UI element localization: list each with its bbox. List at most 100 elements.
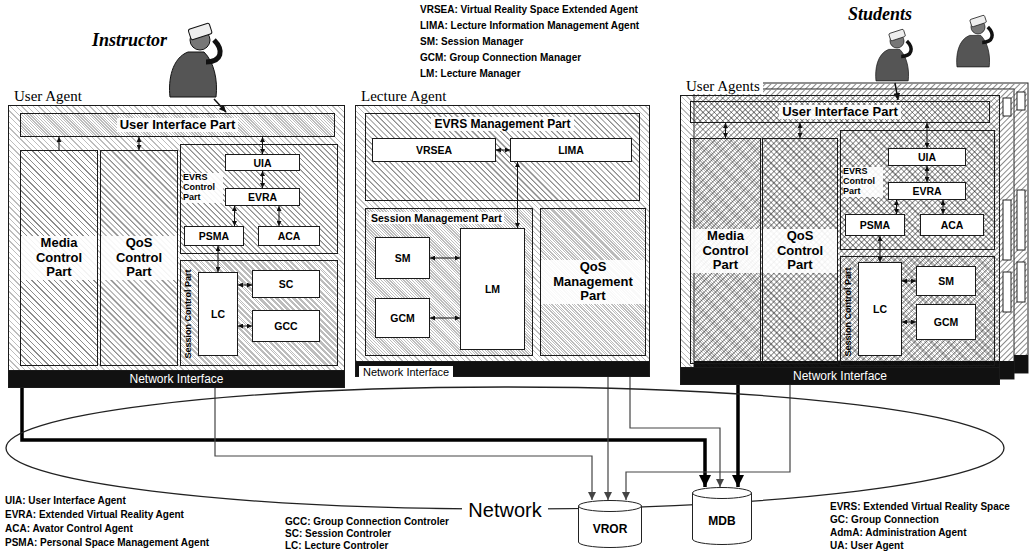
module-box: SM bbox=[375, 237, 430, 279]
node-label: LC bbox=[873, 303, 887, 315]
module-box: SM bbox=[916, 266, 976, 296]
region-box: LCSCGCCSession Control Part bbox=[180, 260, 338, 366]
node-label: Media Control Part bbox=[21, 236, 97, 281]
label-text: ACA: Avator Control Agent bbox=[5, 523, 133, 535]
agent-copy-part bbox=[1017, 190, 1025, 250]
module-box: VRSEA bbox=[372, 138, 496, 162]
cylinder-top bbox=[693, 488, 752, 499]
node-label: EVRS Management Part bbox=[431, 117, 573, 131]
student-figure bbox=[876, 29, 911, 81]
module-box: ACA bbox=[258, 226, 320, 246]
node-label: EVRA bbox=[912, 185, 941, 197]
cylinder-body bbox=[579, 506, 642, 548]
node-label: User Interface Part bbox=[779, 105, 901, 120]
instructor-figure bbox=[170, 23, 221, 97]
part-box: QoS Control Part bbox=[100, 150, 178, 366]
agent-box: User Interface PartMedia Control PartQoS… bbox=[8, 105, 345, 388]
node-label: Network Interface bbox=[359, 366, 453, 378]
node-label: ACA bbox=[278, 230, 301, 242]
abbreviation-note: GCM: Group Connection Manager bbox=[420, 52, 581, 64]
node-label: Network Interface bbox=[129, 372, 223, 386]
database-cylinder: MDB bbox=[692, 487, 752, 545]
node-label: Network Interface bbox=[793, 369, 887, 383]
label-text: SC: Session Controler bbox=[285, 528, 391, 540]
node-label: LM bbox=[485, 283, 500, 295]
region-box: SMGCMLMSession Management Part bbox=[365, 208, 533, 356]
module-box: LM bbox=[460, 228, 525, 350]
module-box: EVRA bbox=[225, 188, 300, 206]
label-text: LIMA: Lecture Information Management Age… bbox=[420, 20, 639, 32]
agent-heading: User Agents bbox=[683, 78, 763, 94]
abbreviation-note: UIA: User Interface Agent bbox=[5, 495, 126, 507]
node-label: EVRS Control Part bbox=[183, 173, 223, 203]
node-label: EVRA bbox=[248, 191, 277, 203]
label-text: GCM: Group Connection Manager bbox=[420, 52, 581, 64]
abbreviation-note: LM: Lecture Manager bbox=[420, 68, 521, 80]
module-box: PSMA bbox=[184, 226, 244, 246]
abbreviation-note: SC: Session Controler bbox=[285, 528, 391, 540]
label-text: LM: Lecture Manager bbox=[420, 68, 521, 80]
node-label: LIMA bbox=[558, 144, 584, 156]
module-box: LC bbox=[198, 272, 238, 356]
interface-bar: User Interface Part bbox=[20, 113, 335, 137]
label-text: VRSEA: Virtual Reality Space Extended Ag… bbox=[420, 4, 638, 16]
node-label: UIA bbox=[253, 157, 271, 169]
label-text: Students bbox=[848, 4, 912, 24]
module-box: UIA bbox=[888, 148, 966, 166]
node-label: LC bbox=[211, 308, 225, 320]
module-box: GCM bbox=[916, 304, 976, 340]
node-label: UIA bbox=[918, 151, 936, 163]
module-box: EVRA bbox=[888, 182, 966, 200]
node-label: GCM bbox=[390, 312, 415, 324]
agent-copy-part bbox=[1003, 272, 1011, 312]
node-label: Media Control Part bbox=[691, 229, 760, 274]
student-figure bbox=[957, 15, 992, 67]
ellipse-outline bbox=[5, 386, 1005, 510]
region-box: UIA EVRA PSMA ACA EVRS Control Part bbox=[840, 130, 995, 250]
abbreviation-note: LIMA: Lecture Information Management Age… bbox=[420, 20, 639, 32]
role-label: Instructor bbox=[92, 30, 167, 50]
part-box: Media Control Part bbox=[690, 138, 761, 364]
abbreviation-note: VRSEA: Virtual Reality Space Extended Ag… bbox=[420, 4, 638, 16]
agent-copy-part bbox=[1003, 98, 1011, 116]
node-label: QoS Control Part bbox=[763, 229, 837, 274]
connector-arrow bbox=[626, 385, 790, 500]
node-label: User Interface Part bbox=[117, 118, 239, 133]
part-box: Media Control Part bbox=[20, 150, 98, 366]
role-label: Students bbox=[848, 4, 912, 24]
cylinder-body bbox=[693, 493, 752, 545]
node-label: ACA bbox=[941, 219, 964, 231]
module-box: UIA bbox=[225, 154, 300, 171]
network-interface-bar: Network Interface bbox=[355, 361, 650, 377]
node-label: EVRS Control Part bbox=[843, 167, 883, 197]
agent-box: VRSEALIMAEVRS Management PartSMGCMLMSess… bbox=[355, 105, 650, 377]
agent-heading: Lecture Agent bbox=[358, 88, 449, 104]
module-box: PSMA bbox=[845, 214, 905, 236]
label-text: SM: Session Manager bbox=[420, 36, 523, 48]
label-text: PSMA: Personal Space Management Agent bbox=[5, 537, 209, 549]
abbreviation-note: LC: Lecture Controler bbox=[285, 540, 388, 552]
connector-arrow bbox=[22, 388, 705, 487]
abbreviation-note: UA: User Agent bbox=[830, 540, 904, 552]
network-interface-bar: Network Interface bbox=[8, 370, 345, 388]
agent-heading: User Agent bbox=[11, 88, 85, 104]
label-text: EVRA: Extended Virtual Reality Agent bbox=[5, 509, 184, 521]
label-text: Instructor bbox=[92, 30, 167, 50]
node-label: Network bbox=[462, 498, 547, 522]
abbreviation-note: EVRA: Extended Virtual Reality Agent bbox=[5, 509, 184, 521]
network-interface-bar: Network Interface bbox=[680, 367, 1000, 385]
abbreviation-note: GCC: Group Connection Controler bbox=[285, 516, 449, 528]
node-label: SC bbox=[279, 278, 294, 290]
abbreviation-note: AdmA: Administration Agent bbox=[830, 527, 966, 539]
network-ring bbox=[6, 387, 1004, 509]
node-label: QoS Control Part bbox=[101, 236, 177, 281]
node-label: Session Control Part bbox=[183, 264, 194, 364]
abbreviation-note: SM: Session Manager bbox=[420, 36, 523, 48]
connector-arrow bbox=[607, 377, 608, 500]
module-box: SC bbox=[252, 270, 320, 298]
part-box: QoS Management Part bbox=[540, 208, 646, 356]
abbreviation-note: EVRS: Extended Virtual Reality Space bbox=[830, 501, 1010, 513]
node-label: VRSEA bbox=[416, 144, 452, 156]
